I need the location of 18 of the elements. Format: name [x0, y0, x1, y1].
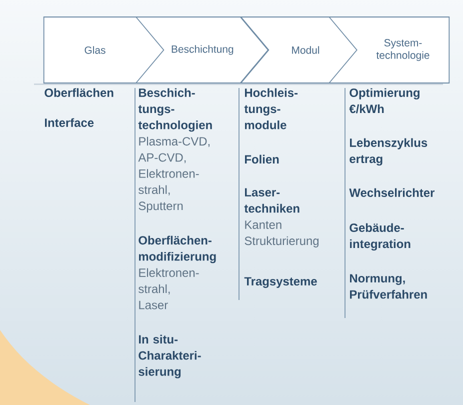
topic-heading: Interface — [45, 118, 94, 127]
process-step: Beschichtung — [135, 16, 269, 85]
topic-heading: In situ- Charakteri- sierung — [138, 334, 201, 378]
topic-heading: Tragsysteme — [244, 277, 317, 288]
topic-heading: Oberflächen- modifizierung — [138, 236, 216, 264]
topic-heading: Optimierung €/kWh — [349, 88, 420, 114]
topic-detail: Plasma-CVD, AP-CVD, Elektronen- strahl, Sputtern — [138, 136, 210, 212]
topic-heading: Folien — [245, 154, 279, 164]
topic-detail: Elektronen- strahl, Laser — [138, 268, 199, 310]
topic-heading: Beschich- tungs- technologien — [138, 88, 212, 132]
topic-heading: Laser- techniken — [244, 188, 300, 213]
topic-detail: Kanten Strukturierung — [244, 220, 318, 248]
topic-heading: Hochleis- tungs- module — [244, 88, 298, 130]
topic-heading: Oberflächen — [44, 88, 114, 97]
topic-heading: Wechselrichter — [349, 188, 435, 197]
topic-heading: Normung, Prüfverfahren — [350, 274, 427, 299]
topic-heading: Gebäude- integration — [350, 223, 410, 251]
topic-heading: Lebenszyklus ertrag — [350, 138, 428, 166]
